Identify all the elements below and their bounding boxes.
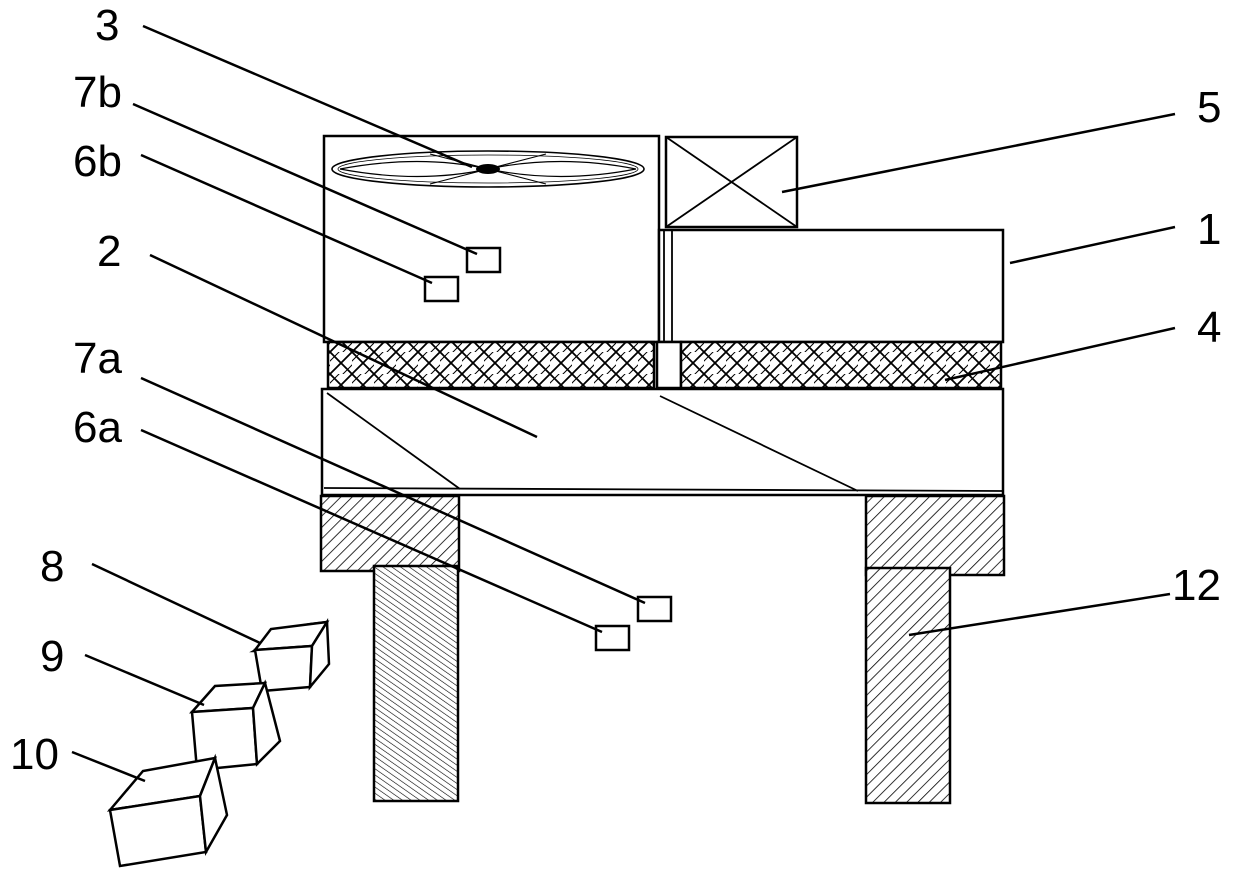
- label-9: 9: [40, 632, 64, 681]
- leader-5: [781, 112, 1176, 194]
- label-6b: 6b: [73, 137, 122, 186]
- leader-12: [908, 592, 1171, 637]
- sensor-6b: [423, 275, 460, 303]
- leader-3: [142, 24, 473, 169]
- cube-10: [106, 753, 229, 868]
- label-7b: 7b: [73, 68, 122, 117]
- label-1: 1: [1197, 205, 1221, 254]
- reference-labels: 3 7b 6b 2 7a 6a 5 1 4 12 8 9 10: [10, 1, 1221, 779]
- slant-line-right: [659, 395, 859, 492]
- label-8: 8: [40, 542, 64, 591]
- label-5: 5: [1197, 83, 1221, 132]
- leader-8: [91, 562, 261, 645]
- cube-9: [189, 679, 282, 772]
- sensor-7a: [636, 595, 673, 623]
- label-10: 10: [10, 730, 59, 779]
- leader-2: [149, 253, 538, 439]
- fan-ring: [331, 150, 645, 188]
- support-post-right: [864, 566, 952, 805]
- label-2: 2: [97, 227, 121, 276]
- filter-gap: [655, 340, 683, 390]
- fan-hub: [476, 164, 500, 174]
- right-compartment: [657, 228, 1005, 344]
- label-4: 4: [1197, 303, 1221, 352]
- label-7a: 7a: [73, 334, 122, 383]
- leader-4: [944, 326, 1176, 382]
- leader-10: [71, 750, 146, 783]
- label-3: 3: [95, 1, 119, 50]
- label-6a: 6a: [73, 403, 122, 452]
- leader-6a: [140, 428, 603, 634]
- filter-right: [679, 340, 1003, 390]
- support-cap-right: [864, 494, 1006, 577]
- fan: [331, 150, 645, 188]
- component-5-box: [664, 135, 799, 229]
- leader-1: [1009, 225, 1176, 265]
- slant-line-left: [326, 392, 461, 490]
- support-post-left: [372, 564, 460, 803]
- label-12: 12: [1172, 561, 1221, 610]
- chamber-floor-line: [323, 487, 1004, 492]
- filter-left: [326, 340, 656, 390]
- leader-9: [84, 653, 205, 707]
- lower-chamber: [320, 387, 1005, 497]
- sensor-6a: [594, 624, 631, 652]
- supports: [319, 494, 1006, 805]
- fan-ring-inner: [337, 154, 639, 184]
- leader-lines: [71, 24, 1176, 783]
- leader-7b: [132, 102, 478, 256]
- cube-8: [249, 617, 331, 693]
- leader-6b: [140, 153, 433, 285]
- housing: [320, 134, 1005, 497]
- filter-layer: [326, 340, 1003, 390]
- box-5-diagonal-2: [665, 136, 798, 228]
- leader-7a: [140, 376, 646, 605]
